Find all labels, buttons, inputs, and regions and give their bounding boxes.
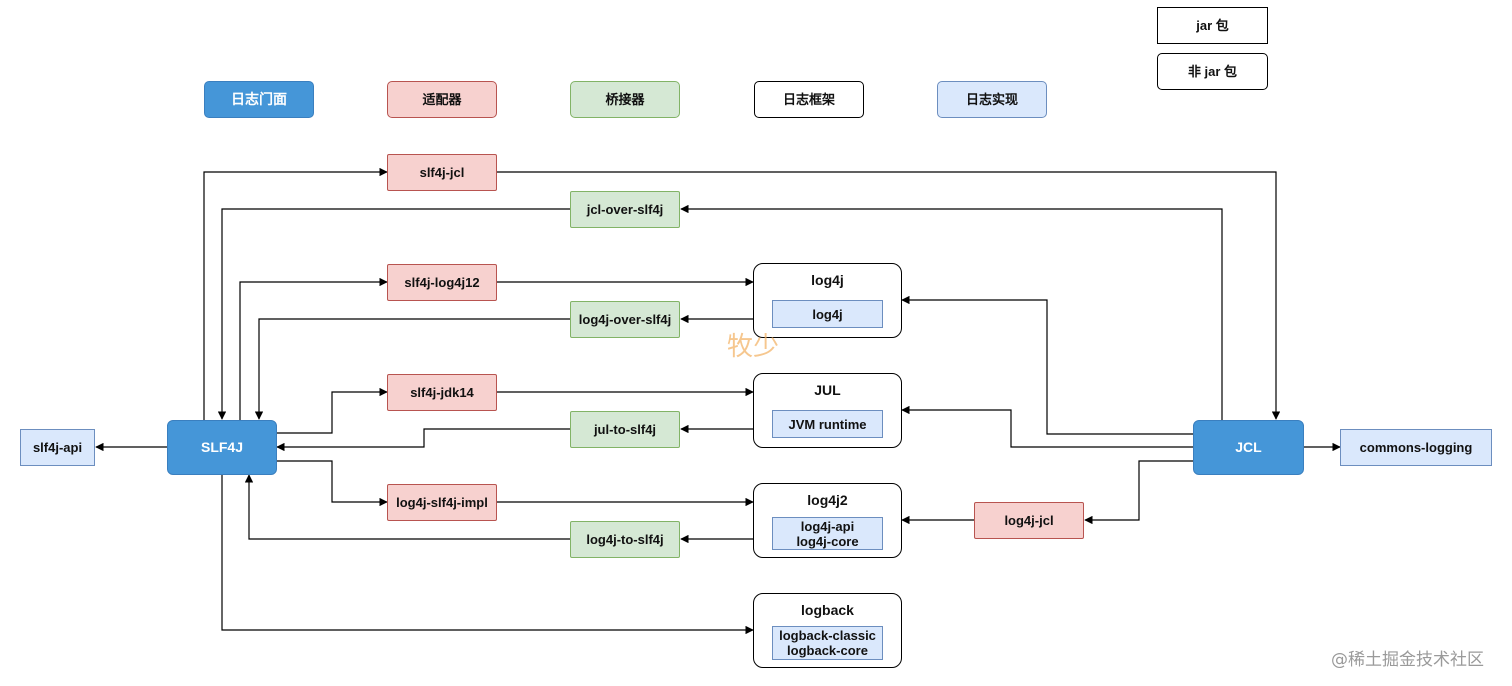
framework-jul-title: JUL <box>814 382 841 398</box>
framework-logback: logback logback-classic logback-core <box>753 593 902 668</box>
node-jul-to-slf4j: jul-to-slf4j <box>570 411 680 448</box>
edge-jcl-to-jcl-over-slf4j <box>680 204 1223 420</box>
edge-jcl-to-jul <box>901 405 1193 448</box>
node-log4j-to-slf4j: log4j-to-slf4j <box>570 521 680 558</box>
node-slf4j-log4j12: slf4j-log4j12 <box>387 264 497 301</box>
legend-framework: 日志框架 <box>754 81 864 118</box>
node-slf4j-jdk14: slf4j-jdk14 <box>387 374 497 411</box>
legend-adapter: 适配器 <box>387 81 497 118</box>
impl-log4j2: log4j-api log4j-core <box>772 517 883 550</box>
impl-log4j2-line-1: log4j-api <box>800 518 855 534</box>
impl-logback-line-2: logback-core <box>787 643 868 658</box>
edge-slf4j-to-log4j-slf4j-impl <box>276 460 388 507</box>
node-log4j-jcl: log4j-jcl <box>974 502 1084 539</box>
edge-log4j-over-slf4j-to-slf4j <box>254 318 570 420</box>
node-jcl-over-slf4j: jcl-over-slf4j <box>570 191 680 228</box>
impl-jul: JVM runtime <box>772 410 883 438</box>
edge-slf4j-to-slf4j-jcl <box>203 167 388 420</box>
legend-facade: 日志门面 <box>204 81 314 118</box>
watermark: 牧少 <box>727 332 780 362</box>
node-slf4j-api: slf4j-api <box>20 429 95 466</box>
legend-implementation: 日志实现 <box>937 81 1047 118</box>
edge-jcl-over-slf4j-to-slf4j <box>217 208 570 420</box>
node-commons-logging: commons-logging <box>1340 429 1492 466</box>
node-log4j-slf4j-impl: log4j-slf4j-impl <box>387 484 497 521</box>
edge-slf4j-to-slf4j-jdk14 <box>276 387 388 434</box>
framework-log4j-title: log4j <box>811 272 844 288</box>
edge-slf4j-to-logback <box>221 475 754 635</box>
framework-jul: JUL JVM runtime <box>753 373 902 448</box>
legend-non-jar: 非 jar 包 <box>1157 53 1268 90</box>
legend-bridge: 桥接器 <box>570 81 680 118</box>
impl-logback-line-1: logback-classic <box>779 628 876 643</box>
impl-jul-line-1: JVM runtime <box>788 416 867 432</box>
framework-log4j2: log4j2 log4j-api log4j-core <box>753 483 902 558</box>
node-slf4j-jcl: slf4j-jcl <box>387 154 497 191</box>
legend-jar: jar 包 <box>1157 7 1268 44</box>
node-log4j-over-slf4j: log4j-over-slf4j <box>570 301 680 338</box>
impl-log4j-line-1: log4j <box>812 306 843 322</box>
framework-log4j2-title: log4j2 <box>807 492 848 508</box>
edge-slf4j-to-slf4j-log4j12 <box>239 277 388 420</box>
impl-log4j2-line-2: log4j-core <box>796 533 859 549</box>
source-credit: @稀土掘金技术社区 <box>1331 650 1484 670</box>
edge-jcl-to-log4j <box>901 295 1193 435</box>
edge-slf4j-jcl-to-jcl <box>497 171 1281 420</box>
edge-jcl-to-log4j-jcl <box>1084 460 1193 525</box>
node-jcl: JCL <box>1193 420 1304 475</box>
framework-log4j: log4j log4j <box>753 263 902 338</box>
impl-log4j: log4j <box>772 300 883 328</box>
node-slf4j: SLF4J <box>167 420 277 475</box>
edge-jul-to-slf4j-to-slf4j <box>276 428 570 452</box>
framework-logback-title: logback <box>801 602 854 618</box>
edge-log4j-to-slf4j-to-slf4j <box>244 474 570 540</box>
impl-logback: logback-classic logback-core <box>772 626 883 660</box>
